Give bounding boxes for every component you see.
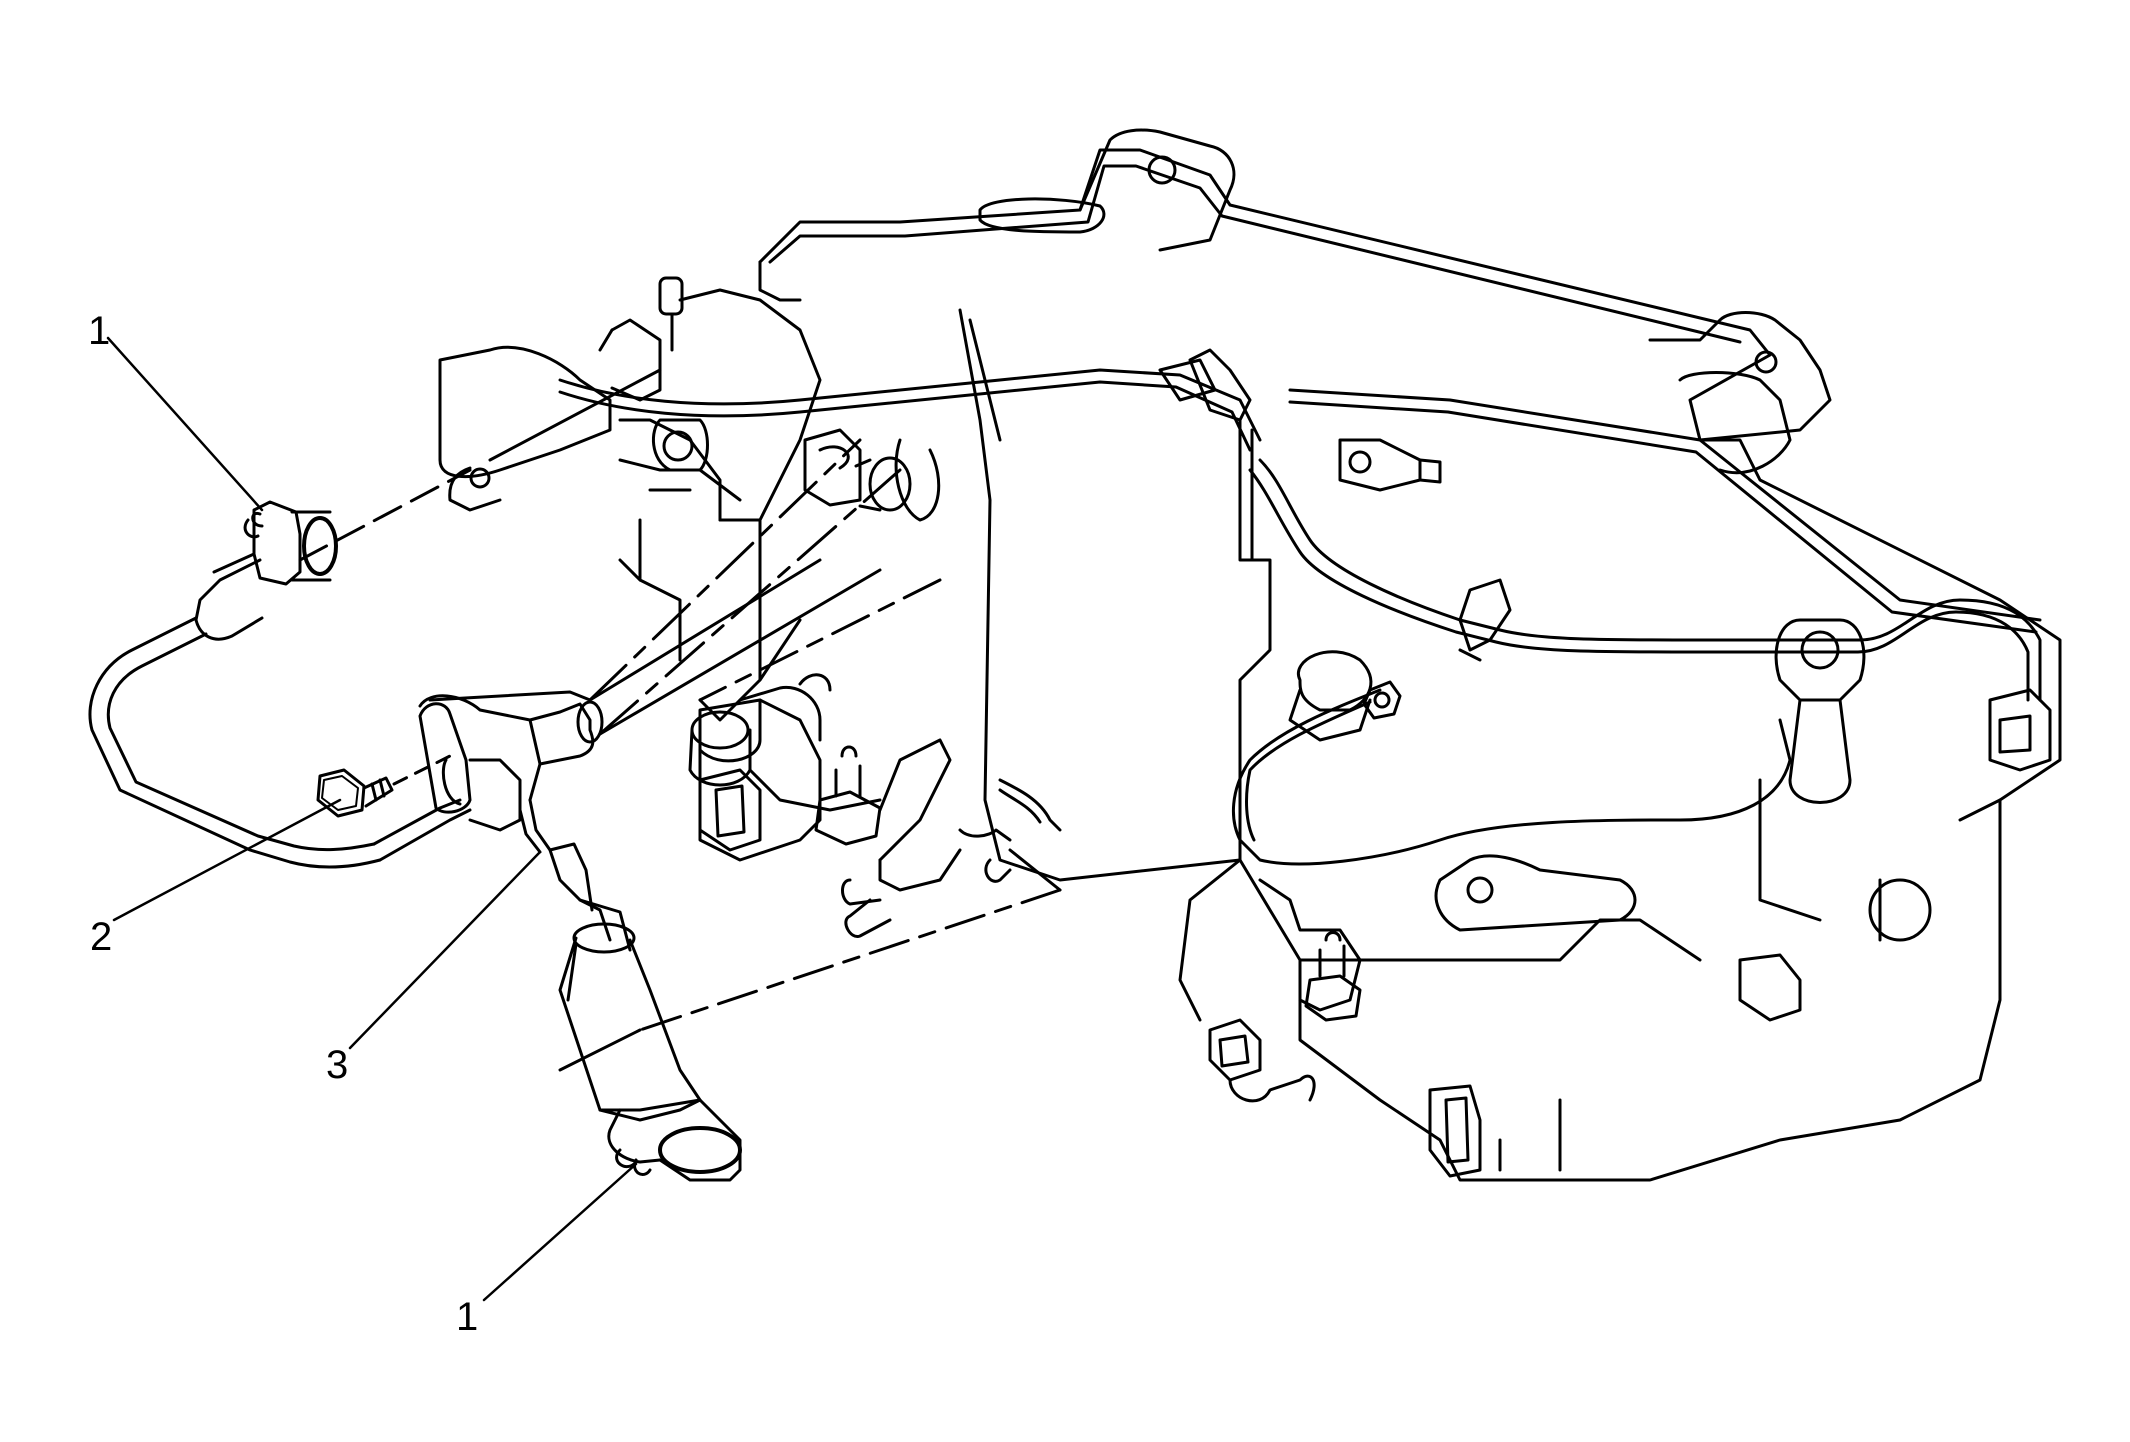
- leader-1-upper: [106, 336, 264, 512]
- vapor-canister-assembly: [438, 276, 1062, 1072]
- exploded-hose-assembly: [88, 368, 902, 1182]
- leader-3: [348, 850, 542, 1050]
- callout-1-lower: 1: [456, 1295, 478, 1339]
- callout-labels: 1 2 3 1: [88, 309, 478, 1339]
- callout-1-upper: 1: [88, 309, 110, 353]
- leader-1-lower: [482, 1162, 638, 1302]
- fuel-tank-assembly: [558, 128, 2062, 1182]
- leader-2: [112, 798, 342, 922]
- callout-3: 3: [326, 1043, 348, 1087]
- callout-leaders: [106, 336, 638, 1302]
- callout-2: 2: [90, 915, 112, 959]
- bolt-part: [316, 768, 394, 818]
